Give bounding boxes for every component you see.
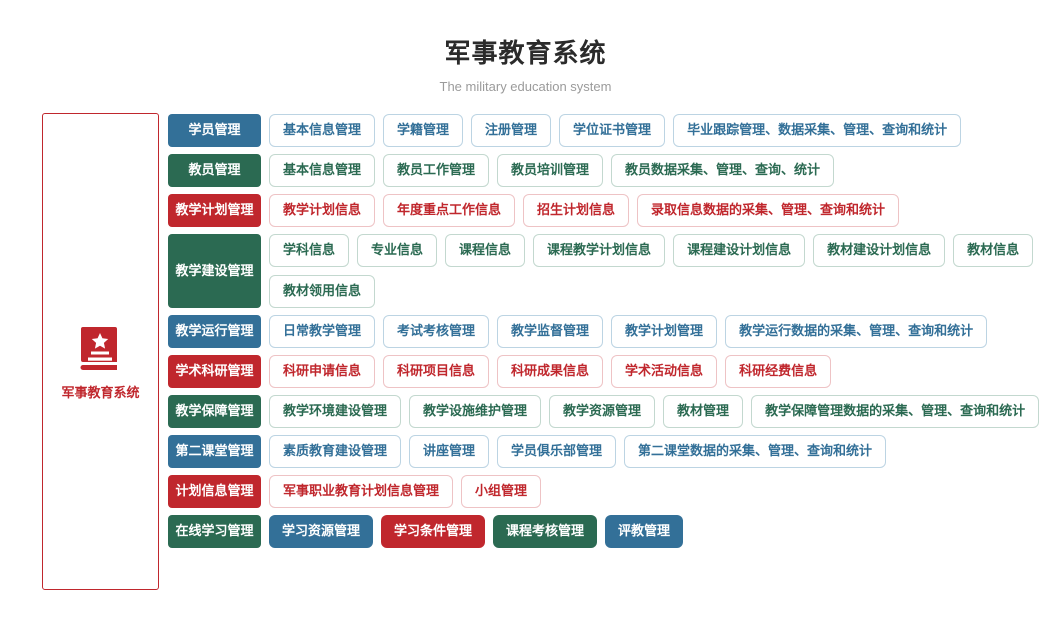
module-item-button[interactable]: 小组管理 — [461, 474, 542, 508]
module-row: 计划信息管理军事职业教育计划信息管理小组管理 — [168, 474, 1051, 508]
module-item-button[interactable]: 课程信息 — [445, 233, 526, 267]
row-label-button[interactable]: 教员管理 — [168, 153, 261, 187]
module-item-button[interactable]: 教学保障管理数据的采集、管理、查询和统计 — [751, 394, 1040, 428]
row-items: 基本信息管理学籍管理注册管理学位证书管理毕业跟踪管理、数据采集、管理、查询和统计 — [269, 113, 1051, 147]
sidebar-system-card[interactable]: 军事教育系统 — [42, 112, 159, 590]
module-item-button[interactable]: 教学运行数据的采集、管理、查询和统计 — [725, 314, 988, 348]
module-rows: 学员管理基本信息管理学籍管理注册管理学位证书管理毕业跟踪管理、数据采集、管理、查… — [168, 113, 1051, 590]
module-item-button[interactable]: 科研项目信息 — [383, 354, 490, 388]
module-item-button[interactable]: 学科信息 — [269, 233, 350, 267]
module-item-button[interactable]: 课程考核管理 — [493, 514, 598, 548]
module-item-button[interactable]: 科研申请信息 — [269, 354, 376, 388]
module-item-button[interactable]: 录取信息数据的采集、管理、查询和统计 — [637, 193, 900, 227]
module-item-button[interactable]: 教材管理 — [663, 394, 744, 428]
module-item-button[interactable]: 科研成果信息 — [497, 354, 604, 388]
module-row: 教学运行管理日常教学管理考试考核管理教学监督管理教学计划管理教学运行数据的采集、… — [168, 314, 1051, 348]
module-item-button[interactable]: 教材领用信息 — [269, 274, 376, 308]
row-label-button[interactable]: 教学计划管理 — [168, 193, 261, 227]
module-row: 教学建设管理学科信息专业信息课程信息课程教学计划信息课程建设计划信息教材建设计划… — [168, 233, 1051, 308]
module-item-button[interactable]: 讲座管理 — [409, 434, 490, 468]
sidebar-inner: 军事教育系统 — [61, 325, 140, 401]
module-item-button[interactable]: 教学计划信息 — [269, 193, 376, 227]
module-item-button[interactable]: 科研经费信息 — [725, 354, 832, 388]
module-item-button[interactable]: 教员工作管理 — [383, 153, 490, 187]
module-item-button[interactable]: 教员数据采集、管理、查询、统计 — [611, 153, 835, 187]
row-items: 日常教学管理考试考核管理教学监督管理教学计划管理教学运行数据的采集、管理、查询和… — [269, 314, 1051, 348]
module-item-button[interactable]: 教员培训管理 — [497, 153, 604, 187]
module-item-button[interactable]: 教学监督管理 — [497, 314, 604, 348]
module-item-button[interactable]: 教学设施维护管理 — [409, 394, 542, 428]
row-items: 科研申请信息科研项目信息科研成果信息学术活动信息科研经费信息 — [269, 354, 1051, 388]
row-items: 素质教育建设管理讲座管理学员俱乐部管理第二课堂数据的采集、管理、查询和统计 — [269, 434, 1051, 468]
module-item-button[interactable]: 课程建设计划信息 — [673, 233, 806, 267]
module-item-button[interactable]: 教学计划管理 — [611, 314, 718, 348]
module-item-button[interactable]: 招生计划信息 — [523, 193, 630, 227]
module-item-button[interactable]: 毕业跟踪管理、数据采集、管理、查询和统计 — [673, 113, 962, 147]
module-item-button[interactable]: 注册管理 — [471, 113, 552, 147]
row-items: 学科信息专业信息课程信息课程教学计划信息课程建设计划信息教材建设计划信息教材信息… — [269, 233, 1051, 308]
page-subtitle: The military education system — [439, 79, 612, 95]
row-items: 教学环境建设管理教学设施维护管理教学资源管理教材管理教学保障管理数据的采集、管理… — [269, 394, 1051, 428]
module-item-button[interactable]: 学员俱乐部管理 — [497, 434, 617, 468]
module-row: 教学计划管理教学计划信息年度重点工作信息招生计划信息录取信息数据的采集、管理、查… — [168, 193, 1051, 227]
module-item-button[interactable]: 基本信息管理 — [269, 153, 376, 187]
book-star-icon — [79, 325, 121, 373]
module-row: 教员管理基本信息管理教员工作管理教员培训管理教员数据采集、管理、查询、统计 — [168, 153, 1051, 187]
row-label-button[interactable]: 教学保障管理 — [168, 394, 261, 428]
module-item-button[interactable]: 学籍管理 — [383, 113, 464, 147]
module-row: 第二课堂管理素质教育建设管理讲座管理学员俱乐部管理第二课堂数据的采集、管理、查询… — [168, 434, 1051, 468]
module-item-button[interactable]: 日常教学管理 — [269, 314, 376, 348]
row-label-button[interactable]: 在线学习管理 — [168, 514, 261, 548]
page-header: 军事教育系统 The military education system — [0, 0, 1051, 95]
module-row: 学员管理基本信息管理学籍管理注册管理学位证书管理毕业跟踪管理、数据采集、管理、查… — [168, 113, 1051, 147]
module-item-button[interactable]: 学习条件管理 — [381, 514, 486, 548]
row-label-button[interactable]: 计划信息管理 — [168, 474, 261, 508]
module-item-button[interactable]: 教材建设计划信息 — [813, 233, 946, 267]
module-item-button[interactable]: 学术活动信息 — [611, 354, 718, 388]
module-row: 学术科研管理科研申请信息科研项目信息科研成果信息学术活动信息科研经费信息 — [168, 354, 1051, 388]
module-item-button[interactable]: 基本信息管理 — [269, 113, 376, 147]
row-label-button[interactable]: 学术科研管理 — [168, 354, 261, 388]
module-row: 在线学习管理学习资源管理学习条件管理课程考核管理评教管理 — [168, 514, 1051, 548]
row-label-button[interactable]: 第二课堂管理 — [168, 434, 261, 468]
module-item-button[interactable]: 评教管理 — [605, 514, 684, 548]
row-label-button[interactable]: 教学建设管理 — [168, 233, 261, 308]
module-item-button[interactable]: 课程教学计划信息 — [533, 233, 666, 267]
row-items: 学习资源管理学习条件管理课程考核管理评教管理 — [269, 514, 1051, 548]
sidebar-label: 军事教育系统 — [61, 385, 140, 401]
row-label-button[interactable]: 教学运行管理 — [168, 314, 261, 348]
module-item-button[interactable]: 学习资源管理 — [269, 514, 374, 548]
body-area: 军事教育系统 学员管理基本信息管理学籍管理注册管理学位证书管理毕业跟踪管理、数据… — [0, 95, 1051, 590]
module-item-button[interactable]: 军事职业教育计划信息管理 — [269, 474, 454, 508]
row-items: 教学计划信息年度重点工作信息招生计划信息录取信息数据的采集、管理、查询和统计 — [269, 193, 1051, 227]
row-items: 军事职业教育计划信息管理小组管理 — [269, 474, 1051, 508]
module-item-button[interactable]: 素质教育建设管理 — [269, 434, 402, 468]
page-title: 军事教育系统 — [444, 38, 607, 68]
module-item-button[interactable]: 第二课堂数据的采集、管理、查询和统计 — [624, 434, 887, 468]
module-row: 教学保障管理教学环境建设管理教学设施维护管理教学资源管理教材管理教学保障管理数据… — [168, 394, 1051, 428]
row-label-button[interactable]: 学员管理 — [168, 113, 261, 147]
module-item-button[interactable]: 教学环境建设管理 — [269, 394, 402, 428]
module-item-button[interactable]: 年度重点工作信息 — [383, 193, 516, 227]
module-item-button[interactable]: 学位证书管理 — [559, 113, 666, 147]
module-item-button[interactable]: 教材信息 — [953, 233, 1034, 267]
row-items: 基本信息管理教员工作管理教员培训管理教员数据采集、管理、查询、统计 — [269, 153, 1051, 187]
module-item-button[interactable]: 教学资源管理 — [549, 394, 656, 428]
module-item-button[interactable]: 专业信息 — [357, 233, 438, 267]
module-item-button[interactable]: 考试考核管理 — [383, 314, 490, 348]
